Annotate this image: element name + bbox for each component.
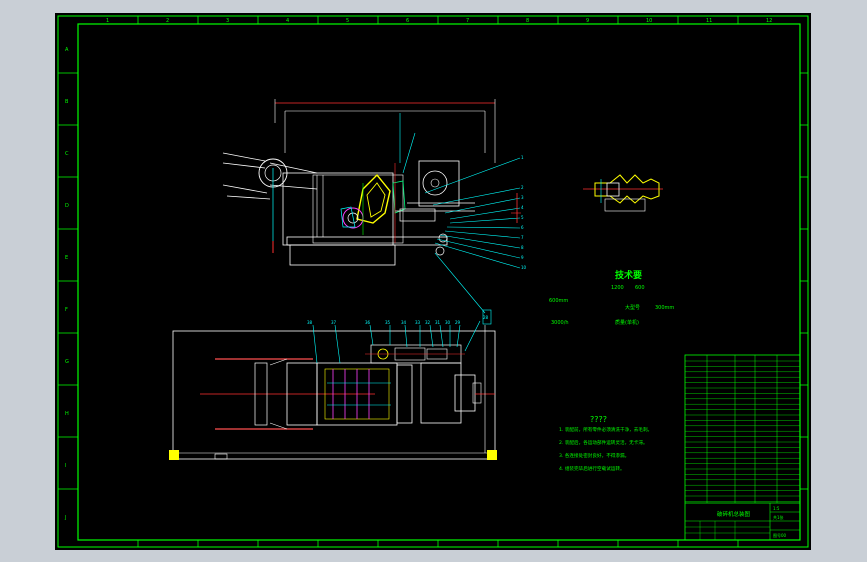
svg-text:36: 36 bbox=[365, 320, 371, 325]
svg-text:3: 3 bbox=[521, 195, 524, 200]
title-block: 破碎机总装图 1:5 共1张 图号00 bbox=[684, 354, 801, 541]
spec-value: 600 bbox=[635, 285, 645, 291]
spec-value: 质量(单机) bbox=[615, 319, 639, 326]
spec-label: 3000/h bbox=[551, 320, 569, 326]
zone-ticks bbox=[58, 16, 808, 547]
zone-number: 6 bbox=[406, 18, 409, 24]
zone-letter: H bbox=[65, 411, 69, 417]
svg-text:38: 38 bbox=[307, 320, 313, 325]
zone-letter: A bbox=[65, 47, 69, 53]
zone-number: 9 bbox=[586, 18, 589, 24]
zone-letter: J bbox=[64, 515, 66, 521]
shaft-detail bbox=[583, 174, 663, 212]
svg-text:7: 7 bbox=[521, 235, 524, 240]
svg-text:2: 2 bbox=[521, 185, 524, 190]
drawing-canvas[interactable]: 1 2 3 4 5 6 7 8 9 10 11 12 A B C D E F G… bbox=[55, 13, 811, 550]
tech-spec-block: 技术要 1200 600 大型号 300mm 600mm 3000/h 质量(单… bbox=[549, 269, 674, 326]
spec-label: 1200 bbox=[611, 285, 624, 291]
zone-letter: G bbox=[65, 359, 69, 365]
svg-text:31: 31 bbox=[435, 320, 441, 325]
svg-text:37: 37 bbox=[331, 320, 337, 325]
svg-text:28: 28 bbox=[483, 315, 489, 320]
inner-frame bbox=[77, 23, 801, 541]
drawing-code: 图号00 bbox=[773, 532, 787, 538]
svg-text:29: 29 bbox=[455, 320, 461, 325]
svg-text:6: 6 bbox=[521, 225, 524, 230]
zone-number: 1 bbox=[106, 18, 109, 24]
note-line: 1. 装配前，所有零件必须清洗干净，去毛刺。 bbox=[559, 426, 652, 433]
note-line: 4. 组装完毕后进行空载试运转。 bbox=[559, 465, 625, 472]
zone-letter: B bbox=[65, 99, 69, 105]
note-line: 3. 各连接处密封良好，不得渗漏。 bbox=[559, 452, 629, 459]
zone-letter: C bbox=[65, 151, 69, 157]
zone-number: 8 bbox=[526, 18, 529, 24]
svg-text:5: 5 bbox=[521, 215, 524, 220]
zone-number: 7 bbox=[466, 18, 469, 24]
svg-text:32: 32 bbox=[425, 320, 431, 325]
note-line: 2. 装配后，各运动部件运转灵活，无卡滞。 bbox=[559, 439, 648, 446]
zone-number: 11 bbox=[706, 18, 712, 24]
zone-letter: E bbox=[65, 255, 68, 261]
scale-value: 1:5 bbox=[773, 506, 780, 511]
spec-label: 大型号 bbox=[625, 304, 640, 311]
notes-block: ???? 1. 装配前，所有零件必须清洗干净，去毛刺。 2. 装配后，各运动部件… bbox=[559, 415, 652, 472]
zone-letter: F bbox=[65, 307, 68, 313]
zone-number: 5 bbox=[346, 18, 349, 24]
spec-label: 600mm bbox=[549, 298, 568, 304]
drawing-name: 破碎机总装图 bbox=[717, 510, 751, 518]
parts-list-rows bbox=[685, 360, 800, 502]
zone-number: 4 bbox=[286, 18, 289, 24]
zone-number: 12 bbox=[766, 18, 772, 24]
zone-letter: I bbox=[65, 463, 66, 469]
outer-frame bbox=[57, 15, 809, 548]
side-view: 1 2 3 4 5 6 7 8 9 10 bbox=[222, 99, 527, 314]
svg-text:4: 4 bbox=[521, 205, 524, 210]
zone-number: 3 bbox=[226, 18, 229, 24]
zone-number: 10 bbox=[646, 18, 652, 24]
svg-text:33: 33 bbox=[415, 320, 421, 325]
notes-title: ???? bbox=[590, 415, 607, 424]
zone-labels: 1 2 3 4 5 6 7 8 9 10 11 12 A B C D E F G… bbox=[64, 18, 772, 521]
svg-text:34: 34 bbox=[401, 320, 407, 325]
svg-text:9: 9 bbox=[521, 255, 524, 260]
svg-text:35: 35 bbox=[385, 320, 391, 325]
spec-value: 300mm bbox=[655, 305, 674, 311]
tech-title: 技术要 bbox=[615, 269, 642, 281]
zone-number: 2 bbox=[166, 18, 169, 24]
svg-text:10: 10 bbox=[521, 265, 527, 270]
svg-text:30: 30 bbox=[445, 320, 451, 325]
zone-letter: D bbox=[65, 203, 69, 209]
sheet-count: 共1张 bbox=[773, 514, 784, 520]
svg-text:1: 1 bbox=[521, 155, 524, 160]
svg-text:8: 8 bbox=[521, 245, 524, 250]
drawing-svg: 1 2 3 4 5 6 7 8 9 10 11 12 A B C D E F G… bbox=[57, 15, 809, 548]
plan-view: 38 37 36 35 34 33 32 31 30 29 28 bbox=[169, 309, 497, 460]
